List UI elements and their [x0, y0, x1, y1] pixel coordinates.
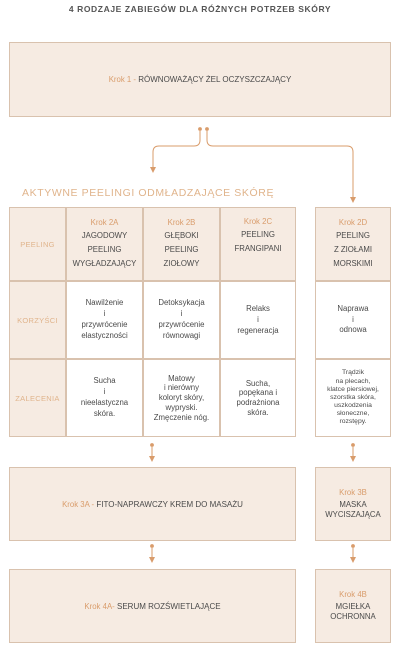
peeling-2b-name-2: PEELING	[164, 245, 199, 254]
recs-2a: Sucha i nieelastyczna skóra.	[66, 359, 143, 437]
recs-2c-line-1: Sucha,	[245, 378, 271, 388]
benefits-2c-line-2: i	[257, 314, 259, 324]
peeling-2b-name-3: ZIOŁOWY	[163, 258, 200, 268]
step3a-label: FITO-NAPRAWCZY KREM DO MASAŻU	[96, 499, 243, 509]
recs-2d-line-5: uszkodzenia	[334, 402, 372, 410]
benefits-2c: Relaks i regeneracja	[220, 281, 296, 359]
row-label-benefits: KORZYŚCI	[9, 281, 66, 359]
benefits-2d-line-3: odnowa	[339, 325, 367, 335]
benefits-2a-line-3: przywrócenie	[81, 320, 128, 329]
benefits-2a: Nawilżenie i przywrócenie elastyczności	[66, 281, 143, 359]
step4b-step: Krok 4B	[339, 590, 367, 600]
benefits-2d-line-1: Naprawa	[337, 303, 369, 313]
peeling-2a-name-2: PEELING	[87, 245, 122, 254]
recs-2b-line-1: Matowy	[168, 373, 195, 383]
peeling-2d: Krok 2D PEELING Z ZIOŁAMI MORSKIMI	[315, 207, 391, 281]
recs-2b-line-5: Zmęczenie nóg.	[153, 412, 210, 422]
peeling-2d-name-3: MORSKIMI	[333, 258, 373, 268]
peeling-2b: Krok 2B GŁĘBOKI PEELING ZIOŁOWY	[143, 207, 220, 281]
benefits-2b-line-3: przywrócenie	[158, 320, 205, 329]
recs-2c: Sucha, popękana i podrażniona skóra.	[220, 359, 296, 437]
step1-box: Krok 1 - RÓWNOWAŻĄCY ŻEL OCZYSZCZAJĄCY	[9, 42, 391, 117]
step3b-step: Krok 3B	[339, 488, 367, 498]
step3b-box: Krok 3B MASKA WYCISZAJĄCA	[315, 467, 391, 541]
step4b-box: Krok 4B MGIEŁKA OCHRONNA	[315, 569, 391, 643]
benefits-2b-line-4: równowagi	[162, 330, 201, 340]
recs-2b-line-3: koloryt skóry,	[158, 393, 205, 403]
peeling-2a-name-3: WYGŁADZAJĄCY	[72, 258, 137, 268]
benefits-2a-line-4: elastyczności	[81, 330, 128, 340]
recs-2d: Trądzik na plecach, klatce piersiowej, s…	[315, 359, 391, 437]
step1-step: Krok 1 -	[108, 75, 136, 84]
benefits-2a-line-2: i	[103, 309, 106, 319]
recs-2c-line-2: popękana i	[238, 388, 278, 398]
page-title: 4 RODZAJE ZABIEGÓW DLA RÓŻNYCH POTRZEB S…	[68, 4, 332, 14]
step1-label: RÓWNOWAŻĄCY ŻEL OCZYSZCZAJĄCY	[138, 75, 292, 84]
benefits-2b: Detoksykacja i przywrócenie równowagi	[143, 281, 220, 359]
peeling-2d-name-1: PEELING	[336, 231, 370, 241]
benefits-2a-line-1: Nawilżenie	[85, 298, 124, 308]
peeling-2c-name-1: PEELING	[241, 229, 275, 239]
peeling-2a-step: Krok 2A	[90, 218, 119, 228]
recs-2d-line-2: na plecach,	[335, 377, 371, 385]
recs-2a-line-3: nieelastyczna	[80, 398, 129, 407]
peeling-2c-step: Krok 2C	[243, 217, 273, 226]
recs-2b-line-4: wypryski.	[165, 402, 198, 412]
recs-2a-line-4: skóra.	[93, 408, 116, 418]
peeling-2d-step: Krok 2D	[338, 218, 368, 228]
step4b-label-1: MGIEŁKA	[335, 602, 371, 612]
recs-2c-line-3: podrażniona	[236, 398, 280, 407]
peeling-2c: Krok 2C PEELING FRANGIPANI	[220, 207, 296, 281]
recs-2d-line-1: Trądzik	[341, 369, 365, 377]
step4b-label-2: OCHRONNA	[330, 611, 376, 621]
peeling-2b-step: Krok 2B	[167, 218, 196, 228]
benefits-2d: Naprawa i odnowa	[315, 281, 391, 359]
step4a-box: Krok 4A- SERUM ROZŚWIETLAJĄCE	[9, 569, 296, 643]
peeling-2a-name-1: JAGODOWY	[81, 231, 128, 241]
benefits-2b-line-1: Detoksykacja	[158, 298, 205, 308]
recs-2a-line-2: i	[103, 387, 106, 397]
benefits-2c-line-1: Relaks	[246, 304, 270, 313]
step3b-label-2: WYCISZAJĄCA	[325, 509, 381, 519]
recs-2d-line-6: słoneczne,	[336, 410, 370, 418]
step3a-box: Krok 3A - FITO-NAPRAWCZY KREM DO MASAŻU	[9, 467, 296, 541]
recs-2c-line-4: skóra.	[247, 407, 269, 417]
row-label-recommendations: ZALECENIA	[9, 359, 66, 437]
peeling-2d-name-2: Z ZIOŁAMI	[333, 245, 373, 254]
step4a-label: SERUM ROZŚWIETLAJĄCE	[117, 601, 221, 611]
peeling-2b-name-1: GŁĘBOKI	[164, 231, 199, 241]
peeling-2a: Krok 2A JAGODOWY PEELING WYGŁADZAJĄCY	[66, 207, 143, 281]
section-heading: AKTYWNE PEELINGI ODMŁADZAJĄCE SKÓRĘ	[22, 187, 275, 199]
peeling-2c-name-2: FRANGIPANI	[234, 243, 282, 253]
step3b-label-1: MASKA	[339, 500, 367, 510]
recs-2d-line-7: rozstępy.	[339, 418, 367, 426]
recs-2b-line-2: i nierówny	[163, 383, 200, 393]
recs-2d-line-4: szorstka skóra,	[330, 393, 376, 401]
benefits-2b-line-2: i	[180, 309, 183, 319]
step4a-step: Krok 4A-	[84, 601, 115, 611]
recs-2d-line-3: klatce piersiowej,	[327, 385, 379, 393]
benefits-2d-line-2: i	[352, 314, 354, 324]
recs-2a-line-1: Sucha	[93, 376, 116, 386]
row-label-peeling: PEELING	[9, 207, 66, 281]
step3a-step: Krok 3A -	[62, 499, 95, 509]
recs-2b: Matowy i nierówny koloryt skóry, wyprysk…	[143, 359, 220, 437]
benefits-2c-line-3: regeneracja	[237, 325, 279, 335]
